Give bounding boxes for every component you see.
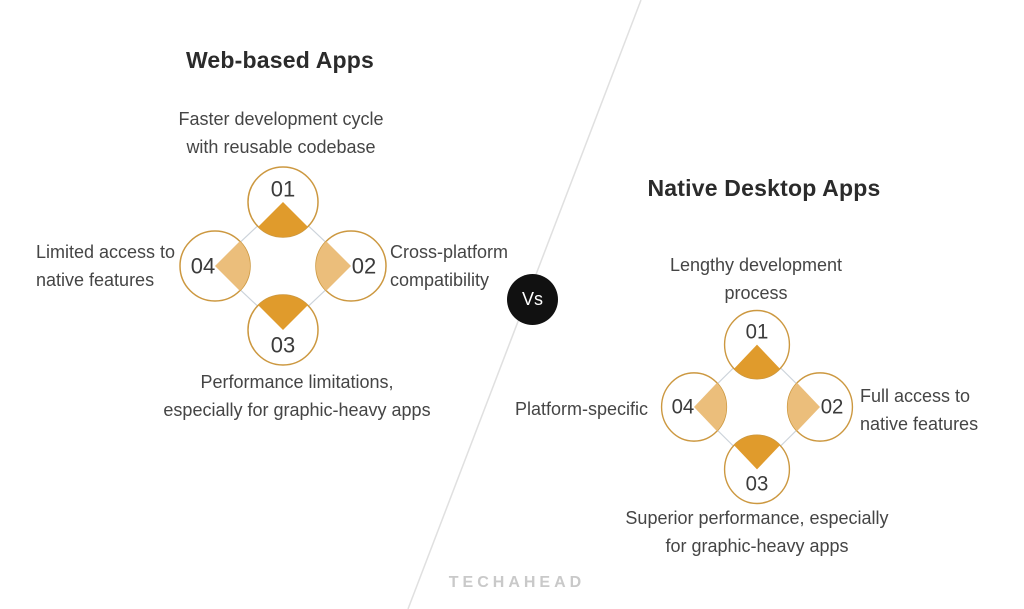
native-label-03-line1: Superior performance, especially — [625, 508, 889, 528]
web-apps-diagram: 01 02 03 04 — [179, 166, 387, 366]
native-apps-title: Native Desktop Apps — [647, 175, 881, 201]
web-label-03-line1: Performance limitations, — [200, 372, 394, 392]
web-label-04-line2: native features — [36, 270, 155, 290]
wedge-02-icon — [315, 241, 351, 291]
node-number-02: 02 — [352, 254, 376, 279]
native-label-02: Full access to native features — [860, 382, 1024, 438]
web-label-01-line1: Faster development cycle — [178, 109, 384, 129]
wedge-01-icon — [258, 202, 308, 238]
native-label-03-line2: for graphic-heavy apps — [665, 536, 849, 556]
web-label-01: Faster development cycle with reusable c… — [131, 105, 431, 161]
native-label-01-line1: Lengthy development — [669, 255, 843, 275]
web-label-01-line2: with reusable codebase — [186, 137, 376, 157]
native-label-04: Platform-specific — [486, 395, 648, 423]
web-label-03: Performance limitations, especially for … — [147, 368, 447, 424]
native-label-04-line1: Platform-specific — [514, 399, 648, 419]
wedge-04-icon — [694, 382, 727, 432]
web-label-03-line2: especially for graphic-heavy apps — [163, 400, 431, 420]
node-number-02: 02 — [821, 395, 844, 419]
native-apps-diagram: 01 02 03 04 — [660, 309, 854, 505]
wedge-02-icon — [787, 382, 820, 432]
web-label-02: Cross-platform compatibility — [390, 238, 570, 294]
techahead-logo: TECHAHEAD — [448, 574, 586, 591]
native-label-03: Superior performance, especially for gra… — [607, 504, 907, 560]
node-number-04: 04 — [191, 254, 215, 279]
vs-badge: Vs — [507, 274, 558, 325]
wedge-04-icon — [215, 241, 251, 291]
vs-badge-label: Vs — [521, 289, 543, 309]
native-label-02-line2: native features — [860, 414, 979, 434]
wedge-01-icon — [734, 344, 780, 379]
web-label-02-line2: compatibility — [390, 270, 490, 290]
web-label-04: Limited access to native features — [36, 238, 194, 294]
node-number-03: 03 — [271, 333, 295, 358]
wedge-03-icon — [734, 435, 780, 470]
node-number-04: 04 — [672, 395, 695, 419]
native-label-01: Lengthy development process — [606, 251, 906, 307]
node-number-01: 01 — [271, 177, 295, 202]
web-apps-title: Web-based Apps — [185, 47, 375, 73]
web-label-02-line1: Cross-platform — [390, 242, 509, 262]
native-label-01-line2: process — [724, 283, 788, 303]
node-number-03: 03 — [746, 472, 769, 496]
wedge-03-icon — [258, 294, 308, 330]
native-label-02-line1: Full access to — [860, 386, 971, 406]
node-number-01: 01 — [746, 320, 769, 344]
web-label-04-line1: Limited access to — [36, 242, 176, 262]
